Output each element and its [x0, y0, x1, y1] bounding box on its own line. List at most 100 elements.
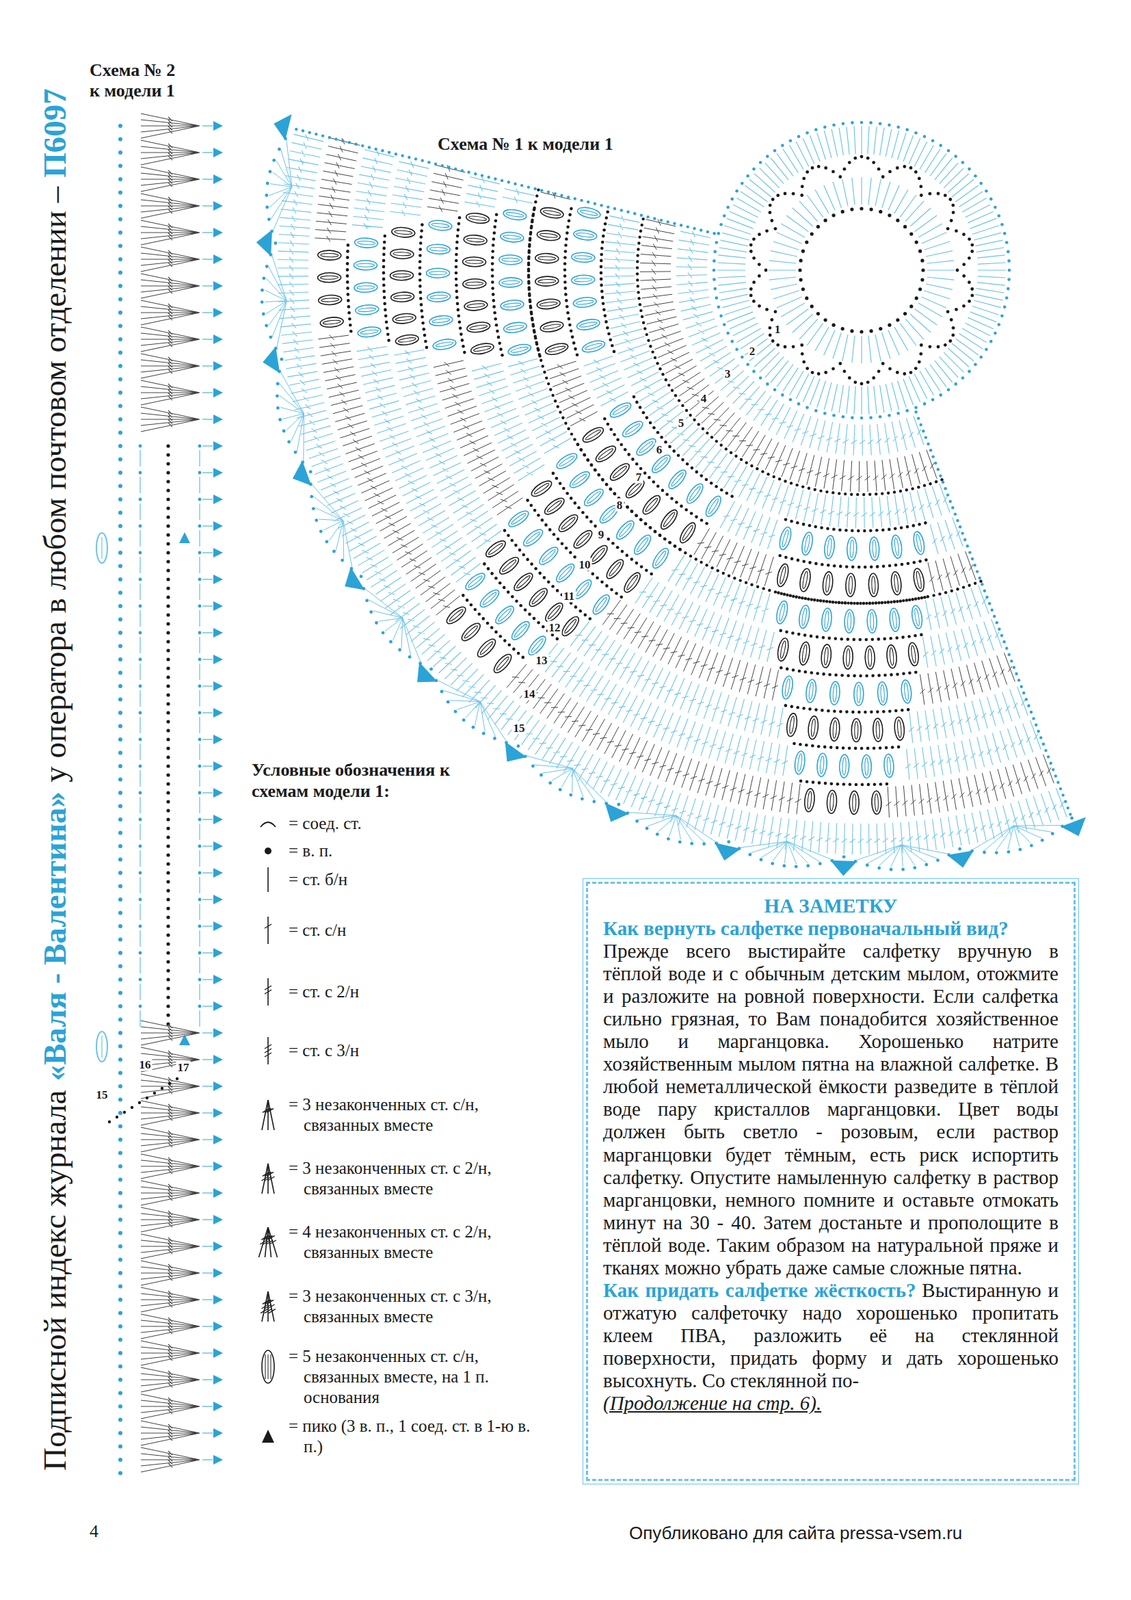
chain-dot — [919, 343, 924, 347]
chain-dot — [878, 746, 883, 750]
cluster-symbol — [915, 534, 923, 552]
picot — [213, 227, 223, 238]
chain-dot — [166, 754, 170, 759]
chain-dot — [527, 244, 532, 249]
chain-dot — [720, 488, 724, 492]
chain-dot — [456, 234, 460, 238]
cluster-symbol — [869, 536, 881, 561]
chain-dot — [544, 523, 548, 527]
chain-dot — [714, 484, 718, 489]
chain-dot — [418, 284, 422, 288]
cluster-symbol — [893, 716, 906, 741]
chain-dot — [166, 532, 170, 537]
chain-dot — [839, 564, 843, 569]
chain-dot — [951, 333, 955, 338]
chain-dot — [562, 486, 566, 491]
chain-dot — [1007, 259, 1011, 263]
chain-dot — [652, 480, 656, 484]
cluster-symbol — [465, 211, 491, 225]
cluster-symbol — [465, 281, 484, 286]
chain-dot — [771, 197, 775, 202]
cluster-symbol — [580, 424, 606, 446]
chain-dot — [605, 209, 610, 214]
legend-symbol — [264, 923, 272, 928]
chain-dot — [919, 633, 924, 637]
chain-dot — [924, 862, 928, 867]
chain-dot — [495, 323, 499, 327]
chain-dot — [118, 777, 123, 782]
chain-dot — [118, 523, 123, 528]
chain-dot — [513, 182, 517, 186]
chain-dot — [924, 435, 928, 439]
chain-dot — [640, 214, 643, 217]
picot — [213, 361, 223, 371]
chain-dot — [277, 147, 282, 152]
chain-dot — [612, 491, 617, 496]
chain-dot — [842, 854, 846, 859]
chain-dot — [198, 471, 202, 475]
cluster-symbol — [356, 263, 375, 267]
chain-dot — [471, 725, 476, 729]
cluster-symbol — [897, 719, 902, 738]
note-paragraph: Как придать салфетке жёсткость?Выстиранн… — [603, 1278, 1059, 1392]
chain-dot — [115, 1115, 119, 1119]
chain-dot — [536, 513, 541, 517]
cluster-symbol — [573, 228, 598, 241]
chain-dot — [597, 473, 601, 476]
chain-dot — [875, 709, 880, 714]
cluster-symbol — [510, 512, 527, 526]
chain-dot — [897, 745, 901, 749]
chain-dot — [902, 371, 907, 376]
chain-dot — [530, 317, 535, 322]
chain-dot — [118, 683, 123, 688]
chain-dot — [730, 494, 734, 498]
chain-dot — [1027, 704, 1030, 708]
cluster-symbol — [428, 219, 452, 232]
cluster-symbol — [509, 618, 533, 643]
chain-dot — [1063, 800, 1067, 803]
chain-dot — [985, 595, 989, 599]
chain-dot — [118, 1177, 123, 1182]
chain-dot — [919, 193, 924, 197]
chain-dot — [558, 481, 563, 485]
chain-dot — [921, 429, 925, 433]
chain-dot — [166, 1003, 170, 1008]
cluster-symbol — [654, 549, 668, 567]
cluster-symbol — [653, 456, 669, 472]
chain-dot — [138, 844, 143, 848]
cluster-symbol — [322, 319, 341, 325]
chain-dot — [118, 1323, 123, 1328]
chain-dot — [359, 574, 364, 578]
chain-dot — [878, 415, 883, 419]
legend-symbol — [267, 867, 269, 892]
chain-dot — [609, 588, 614, 592]
chain-dot — [118, 790, 123, 795]
cluster-symbol — [594, 596, 608, 613]
cluster-symbol — [513, 622, 528, 638]
chain-dot — [800, 193, 804, 197]
legend-text: = 4 незаконченных ст. с 2/н, связанных в… — [288, 1221, 541, 1263]
chain-dot — [858, 601, 862, 605]
stitch-lines — [717, 125, 1006, 415]
chain-dot — [166, 834, 170, 839]
cluster-symbol — [558, 454, 576, 468]
chain-dot — [166, 657, 170, 661]
chain-dot — [889, 867, 894, 872]
cluster-symbol — [535, 253, 560, 264]
chain-dot — [814, 562, 818, 566]
chain-dot — [118, 817, 123, 822]
chain-dot — [772, 475, 776, 478]
row-number: 3 — [723, 367, 733, 381]
chain-dot — [905, 598, 909, 602]
chain-dot — [166, 523, 170, 528]
chain-dot — [912, 560, 917, 565]
chain-dot — [418, 259, 422, 264]
chain-dot — [564, 249, 568, 254]
chain-dot — [866, 156, 870, 161]
chain-dot — [118, 324, 123, 329]
chain-dot — [989, 197, 993, 202]
chain-dot — [603, 313, 608, 318]
chain-dot — [791, 668, 796, 672]
chain-dot — [556, 404, 560, 408]
